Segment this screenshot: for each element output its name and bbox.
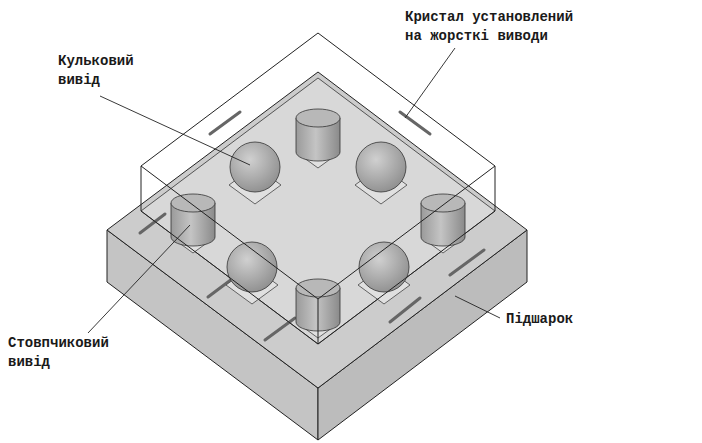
callout-label: Підшарок — [506, 310, 626, 329]
callout-label: Стовпчиковий вивід — [8, 334, 138, 372]
callout-label: Кристал установлений на жорсткі виводи — [405, 8, 595, 46]
callout-label: Кульковий вивід — [58, 52, 158, 90]
